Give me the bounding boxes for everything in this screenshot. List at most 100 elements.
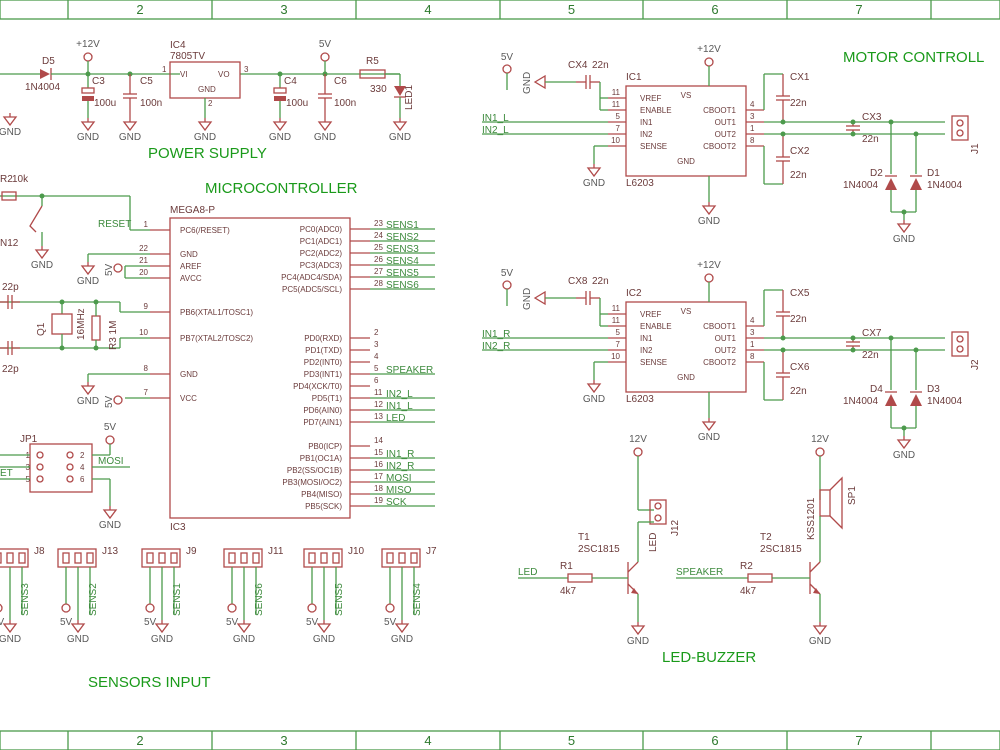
mega8-pin-num: 11: [374, 388, 383, 397]
junction-dot: [913, 347, 919, 353]
mega8-body: [169, 217, 351, 519]
mega8-pin-num: 8: [144, 364, 149, 373]
sensor-v5: 5V: [384, 617, 397, 628]
t2-value: 2SC1815: [760, 544, 802, 555]
mega8-pin-num: 24: [374, 231, 383, 240]
frame-col-top: 5: [568, 2, 575, 17]
mega8-pin-num: 7: [144, 388, 149, 397]
gnd-label: GND: [194, 132, 216, 143]
l6203-pin-label: OUT1: [715, 334, 737, 343]
v12-motor: +12V: [697, 260, 721, 271]
diode-b-value: 1N4004: [927, 180, 962, 191]
mega8-pin-num: 28: [374, 279, 383, 288]
cx-value: 22n: [862, 134, 879, 145]
motor-in1: IN1_R: [482, 329, 510, 340]
gnd-label: GND: [313, 634, 335, 645]
r2-body: [1, 191, 17, 201]
sensor-connector-j13: [57, 548, 97, 568]
mega8-pin-label: PC5(ADC5/SCL): [282, 285, 342, 294]
mega8-pin-label: PC0(ADC0): [300, 225, 343, 234]
mega8-pin-num: 12: [374, 400, 383, 409]
mega8-pin-num: 23: [374, 219, 383, 228]
jp1-pin: [66, 475, 74, 483]
gnd-label: GND: [391, 634, 413, 645]
frame-col-top: 7: [855, 2, 862, 17]
section-title-sensors: SENSORS INPUT: [88, 674, 211, 691]
gnd-symbol: [896, 223, 912, 234]
frame-col-top: 3: [280, 2, 287, 17]
mega8-pin-num: 2: [374, 328, 379, 337]
motor-connector: [951, 115, 969, 141]
gnd-symbol: [122, 121, 138, 132]
gnd-label: GND: [151, 634, 173, 645]
mega8-pin-num: 13: [374, 412, 383, 421]
l6203-pin-num: 3: [750, 112, 755, 121]
j12-connector: [649, 499, 667, 525]
mega8-pin-label: PB5(SCK): [305, 502, 342, 511]
mega8-pin-num: 22: [139, 244, 148, 253]
gnd-label: GND: [809, 636, 831, 647]
l6203-ref: IC2: [626, 288, 642, 299]
circle: [956, 119, 964, 127]
sensor-connector-j9: [141, 548, 181, 568]
l6203-vs: VS: [681, 91, 692, 100]
gnd-symbol: [586, 383, 602, 394]
junction-dot: [39, 193, 45, 199]
sensor-net: SENS1: [172, 583, 183, 616]
c3-ref: C3: [92, 76, 105, 87]
section-title-power: POWER SUPPLY: [148, 145, 267, 162]
v5-motor: 5V: [501, 268, 514, 279]
circle: [113, 395, 123, 405]
net-label-mosi: MOSI: [98, 456, 124, 467]
mega8-pin-label: PB2(SS/OC1B): [287, 466, 342, 475]
junction-dot: [93, 345, 99, 351]
sensor-ref: J11: [268, 546, 284, 557]
sensor-pin: [146, 552, 154, 564]
sensor-pin: [158, 552, 166, 564]
sensor-v5: 5V: [226, 617, 239, 628]
mega8-pin-label: PC3(ADC3): [300, 261, 343, 270]
jp1-ref: JP1: [20, 434, 38, 445]
sensor-v5: 5V: [306, 617, 319, 628]
motor-in2: IN2_R: [482, 341, 510, 352]
l6203-pin-label: VREF: [640, 94, 661, 103]
diode-d5: [40, 69, 50, 79]
mega8-pin-label: PB0(ICP): [308, 442, 342, 451]
l6203-gnd: GND: [677, 157, 695, 166]
gnd-symbol: [2, 116, 18, 127]
jp1-pin: [66, 463, 74, 471]
motor-in1: IN1_L: [482, 113, 509, 124]
l6203-pin-label: OUT2: [715, 130, 737, 139]
l6203-pin-label: CBOOT1: [703, 106, 736, 115]
j12-ref: J12: [670, 519, 681, 536]
l6203-body-ic2: [625, 301, 747, 393]
ic4-pin2: 2: [208, 99, 213, 108]
gnd-label: GND: [583, 178, 605, 189]
l6203-pin-num: 11: [612, 316, 621, 325]
gnd-label: GND: [233, 634, 255, 645]
mega8-pin-label: PB1(OC1A): [300, 454, 343, 463]
frame-col-bot: 6: [711, 733, 718, 748]
circle: [815, 447, 825, 457]
flyback-diode: [910, 178, 922, 190]
gnd-label: GND: [31, 260, 53, 271]
circle: [320, 52, 330, 62]
l6203-pin-num: 8: [750, 352, 755, 361]
l6203-pin-label: SENSE: [640, 142, 667, 151]
gnd-label: GND: [269, 132, 291, 143]
circle: [105, 435, 115, 445]
l6203-pin-num: 4: [750, 316, 755, 325]
sensor-pin: [228, 552, 236, 564]
r1-ref: R1: [560, 561, 573, 572]
mega8-pin-label: PD2(INT0): [304, 358, 343, 367]
jp1-pin-num: 4: [80, 463, 85, 472]
gnd-symbol: [896, 439, 912, 450]
junction-dot: [913, 131, 919, 137]
c3-plate: [81, 87, 95, 94]
mega8-pin-num: 14: [374, 436, 383, 445]
net-label-sck: SCK: [386, 497, 407, 508]
l6203-name: L6203: [626, 394, 654, 405]
n12-label: N12: [0, 238, 19, 249]
circle: [145, 603, 155, 613]
mega8-pin-num: 17: [374, 472, 383, 481]
